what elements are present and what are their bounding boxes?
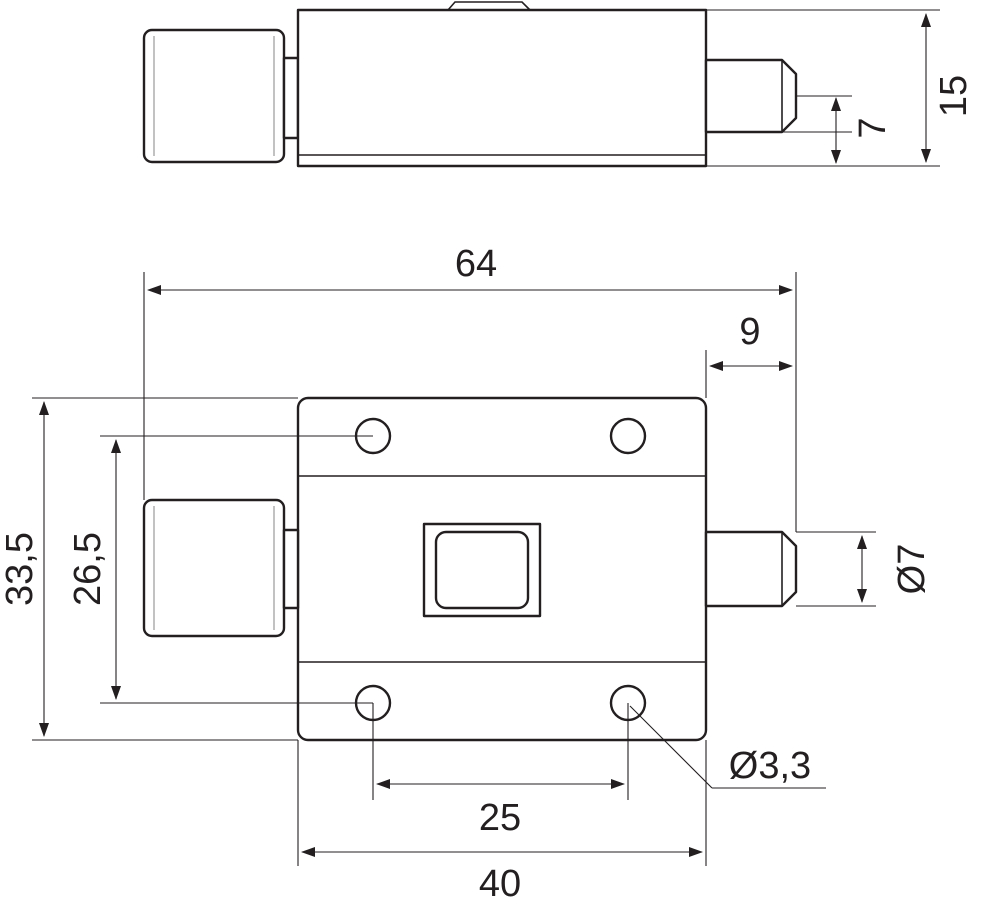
slide-button <box>434 530 530 610</box>
dimension-25: 25 <box>372 703 629 839</box>
dim-label-25: 25 <box>479 797 521 839</box>
dim-label-40: 40 <box>479 863 521 900</box>
side-view-slider-tab <box>447 1 531 11</box>
dim-label-64: 64 <box>455 243 497 285</box>
side-view: 15 7 <box>142 1 975 168</box>
side-view-neck <box>282 56 300 140</box>
dim-label-7: 7 <box>852 117 894 138</box>
side-view-body <box>296 8 708 168</box>
dim-label-bolt-diameter: Ø7 <box>891 544 933 595</box>
dimension-64: 64 <box>143 243 797 532</box>
dimension-7: 7 <box>782 95 894 164</box>
dim-label-15: 15 <box>933 75 975 117</box>
mounting-hole-top-right <box>609 417 647 455</box>
dimension-33-5: 33,5 <box>0 397 298 741</box>
front-view: 64 9 33,5 26,5 Ø7 <box>0 243 933 900</box>
dimension-40: 40 <box>297 740 707 900</box>
dimension-9: 9 <box>705 311 793 398</box>
dimension-15: 15 <box>706 9 975 167</box>
front-view-neck <box>282 528 300 610</box>
dim-label-hole-diameter: Ø3,3 <box>729 745 811 787</box>
dimension-bolt-diameter: Ø7 <box>796 531 933 607</box>
front-view-knob <box>142 498 286 638</box>
dimension-hole-diameter: Ø3,3 <box>629 705 826 789</box>
dimension-26-5: 26,5 <box>67 435 373 704</box>
dim-label-26-5: 26,5 <box>67 532 109 606</box>
side-view-knob <box>142 28 286 164</box>
dim-label-9: 9 <box>739 311 760 353</box>
dim-label-33-5: 33,5 <box>0 532 41 606</box>
